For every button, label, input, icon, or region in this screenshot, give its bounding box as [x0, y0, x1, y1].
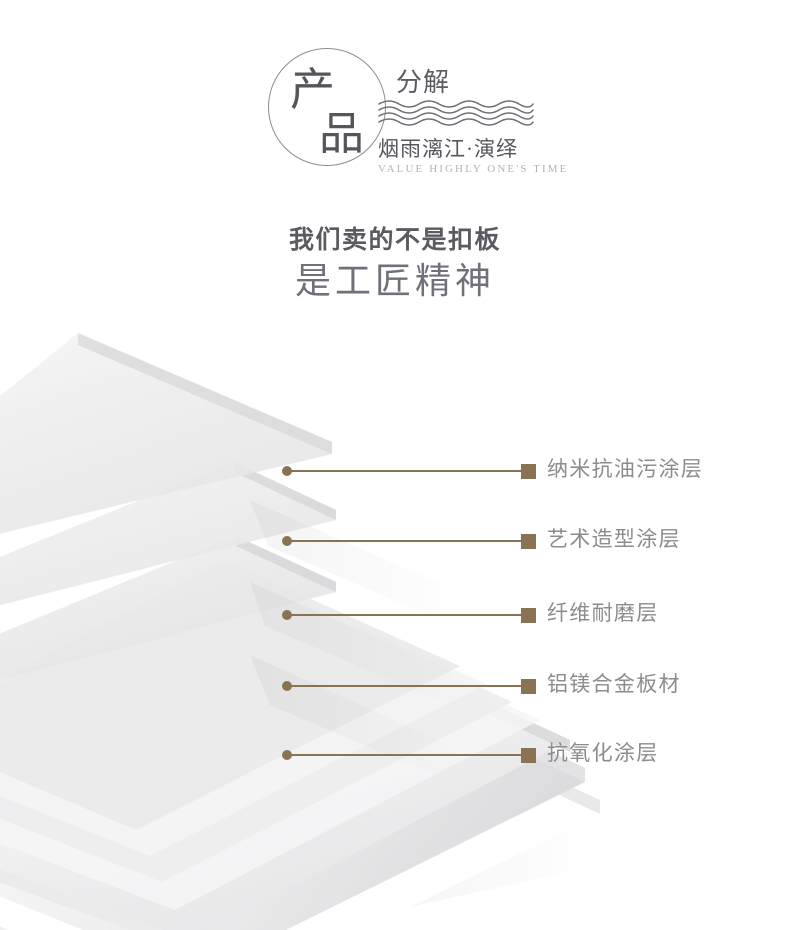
callout-leader-line	[289, 614, 521, 616]
brand-char-pin: 品	[319, 109, 365, 159]
callout-dot-icon	[282, 681, 292, 691]
square-marker-icon	[521, 463, 536, 479]
header-logo-block: 产 品 分解 烟雨漓江·演绎 VALUE HIGHLY ONE'S TIME	[0, 0, 790, 205]
product-layer-diagram	[0, 320, 790, 930]
subtitle-line-1: 我们卖的不是扣板	[288, 227, 501, 254]
callout-leader-line	[289, 470, 521, 472]
square-marker-icon	[521, 678, 536, 694]
callout-leader-line	[289, 754, 521, 756]
callout-dot-icon	[282, 466, 292, 476]
square-marker-icon	[521, 533, 536, 549]
subtitle-block: 我们卖的不是扣板 是工匠精神	[0, 225, 790, 305]
callout-dot-icon	[282, 536, 292, 546]
callout-label-1: 纳米抗油污涂层	[547, 458, 704, 481]
callout-dot-icon	[282, 750, 292, 760]
callout-leader-line	[289, 685, 521, 687]
callout-label-5: 抗氧化涂层	[547, 742, 659, 765]
subtitle-line-2: 是工匠精神	[294, 261, 495, 302]
callout-label-2: 艺术造型涂层	[547, 528, 681, 551]
brand-slogan-cn: 烟雨漓江·演绎	[378, 137, 518, 161]
section-word: 分解	[396, 68, 451, 97]
callout-dot-icon	[282, 610, 292, 620]
square-marker-icon	[521, 747, 536, 763]
wave-lines-icon	[377, 98, 535, 128]
brand-char-chan: 产	[290, 65, 336, 115]
callout-label-3: 纤维耐磨层	[547, 602, 659, 625]
brand-slogan-en: VALUE HIGHLY ONE'S TIME	[378, 163, 569, 175]
brand-title: 产 品	[290, 60, 400, 170]
callout-leader-line	[289, 540, 521, 542]
square-marker-icon	[521, 607, 536, 623]
callout-label-4: 铝镁合金板材	[547, 673, 681, 696]
